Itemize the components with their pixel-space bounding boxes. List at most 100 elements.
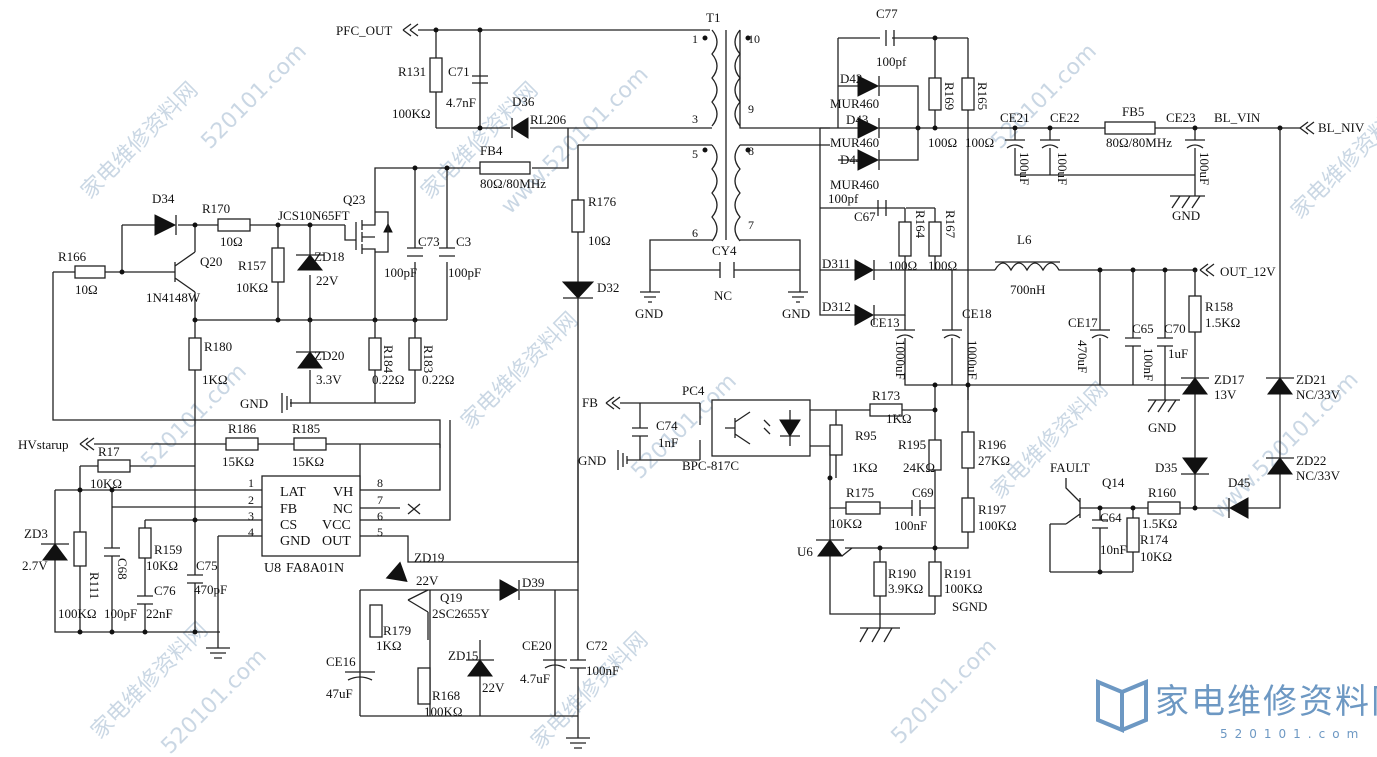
capacitor-ce13: [895, 315, 1195, 386]
ground-icon: [1170, 195, 1205, 209]
svg-text:4.7nF: 4.7nF: [446, 95, 476, 110]
svg-text:3.3V: 3.3V: [316, 372, 342, 387]
svg-text:NC/33V: NC/33V: [1296, 468, 1341, 483]
svg-text:1KΩ: 1KΩ: [376, 638, 402, 653]
svg-text:C73: C73: [418, 234, 440, 249]
transformer-t1: T1 1 3 5 6 10 9 8 7 CY4 NC GND GND: [635, 10, 830, 321]
svg-text:FAULT: FAULT: [1050, 460, 1090, 475]
svg-text:1N4148W: 1N4148W: [146, 290, 201, 305]
svg-text:100pF: 100pF: [104, 606, 137, 621]
capacitor-ce23: [1155, 127, 1300, 196]
svg-text:Q20: Q20: [200, 254, 222, 269]
capacitor-c72: [570, 590, 586, 716]
site-logo: 家电维修资料网 520101.com: [1096, 679, 1377, 741]
svg-text:HVstarup: HVstarup: [18, 437, 69, 452]
svg-text:C68: C68: [115, 558, 130, 580]
svg-text:MUR460: MUR460: [830, 135, 879, 150]
zener-zd17: [1182, 377, 1208, 395]
ground-icon: [859, 614, 900, 643]
svg-text:3: 3: [248, 509, 254, 523]
transistor-q20: [174, 225, 196, 320]
svg-text:CE21: CE21: [1000, 110, 1030, 125]
zener-zd22: [1267, 457, 1293, 475]
svg-text:NC/33V: NC/33V: [1296, 387, 1341, 402]
svg-text:SGND: SGND: [952, 599, 987, 614]
capacitor-c71: [472, 75, 488, 84]
svg-text:R196: R196: [978, 437, 1007, 452]
ferrite-fb4: [479, 161, 531, 175]
ic-u8-body: [261, 475, 361, 557]
resistor-r180: [188, 337, 202, 371]
svg-text:100uF: 100uF: [1055, 152, 1070, 185]
resistor-r197: [961, 497, 975, 533]
svg-text:5: 5: [692, 147, 698, 161]
resistor-r169: [928, 77, 942, 111]
controller-u8: HVstarup R186 15KΩ R185 15KΩ 1 LAT 2 FB …: [18, 420, 579, 576]
svg-text:Q14: Q14: [1102, 475, 1125, 490]
svg-text:ZD21: ZD21: [1296, 372, 1326, 387]
svg-text:D34: D34: [152, 191, 175, 206]
svg-text:D43: D43: [846, 112, 868, 127]
svg-text:OUT_12V: OUT_12V: [1220, 264, 1276, 279]
ground-icon: [1147, 399, 1180, 413]
diode-d34: [154, 214, 177, 236]
svg-text:T1: T1: [706, 10, 720, 25]
svg-text:22V: 22V: [416, 573, 439, 588]
svg-text:C74: C74: [656, 418, 678, 433]
inductor-l6: [994, 262, 1195, 272]
book-logo-icon: [1096, 679, 1148, 733]
resistor-r95: [829, 424, 843, 456]
svg-text:R164: R164: [913, 210, 928, 239]
svg-text:D45: D45: [1228, 475, 1250, 490]
net-label-pfc-out: PFC_OUT: [336, 23, 392, 38]
ground-icon: [617, 450, 640, 470]
svg-text:10KΩ: 10KΩ: [90, 476, 122, 491]
resistor-r131: [429, 57, 443, 93]
resistor-r111: [73, 531, 87, 567]
svg-text:C70: C70: [1164, 321, 1186, 336]
svg-text:1000uF: 1000uF: [893, 340, 908, 380]
svg-text:CY4: CY4: [712, 243, 737, 258]
svg-text:R197: R197: [978, 502, 1007, 517]
svg-text:100Ω: 100Ω: [928, 258, 957, 273]
svg-text:R180: R180: [204, 339, 232, 354]
diode-d42: [857, 75, 880, 97]
svg-text:GND: GND: [578, 453, 606, 468]
svg-text:6: 6: [377, 509, 383, 523]
svg-text:VCC: VCC: [322, 518, 351, 533]
resistor-r160: [1147, 501, 1181, 515]
svg-text:80Ω/80MHz: 80Ω/80MHz: [1106, 135, 1172, 150]
diode-d311: [854, 259, 875, 281]
zener-zd19: [385, 561, 408, 582]
svg-text:100pf: 100pf: [876, 54, 907, 69]
svg-text:R183: R183: [421, 345, 436, 373]
svg-text:100nF: 100nF: [894, 518, 927, 533]
svg-text:R17: R17: [98, 444, 120, 459]
svg-text:1: 1: [692, 32, 698, 46]
capacitor-c74: [620, 402, 701, 461]
svg-text:MUR460: MUR460: [830, 96, 879, 111]
svg-text:R157: R157: [238, 258, 267, 273]
svg-text:15KΩ: 15KΩ: [292, 454, 324, 469]
aux-rectifier: R176 10Ω D32: [561, 144, 712, 460]
resistor-r164: [898, 221, 912, 257]
svg-text:1000uF: 1000uF: [965, 340, 980, 380]
svg-text:3.9KΩ: 3.9KΩ: [888, 581, 923, 596]
svg-text:R186: R186: [228, 421, 257, 436]
resistor-r165: [961, 77, 975, 111]
svg-text:15KΩ: 15KΩ: [222, 454, 254, 469]
svg-text:C3: C3: [456, 234, 471, 249]
svg-text:R159: R159: [154, 542, 182, 557]
svg-text:10Ω: 10Ω: [75, 282, 98, 297]
svg-text:R174: R174: [1140, 532, 1169, 547]
capacitor-c76: [137, 595, 153, 605]
svg-text:8: 8: [377, 476, 383, 490]
svg-text:3: 3: [692, 112, 698, 126]
logo-title: 家电维修资料网: [1155, 682, 1377, 722]
svg-text:ZD18: ZD18: [314, 249, 344, 264]
resistor-r159: [138, 527, 152, 559]
svg-text:C64: C64: [1100, 510, 1122, 525]
svg-text:100uF: 100uF: [1017, 152, 1032, 185]
svg-text:FB: FB: [280, 502, 297, 517]
svg-text:R170: R170: [202, 201, 230, 216]
